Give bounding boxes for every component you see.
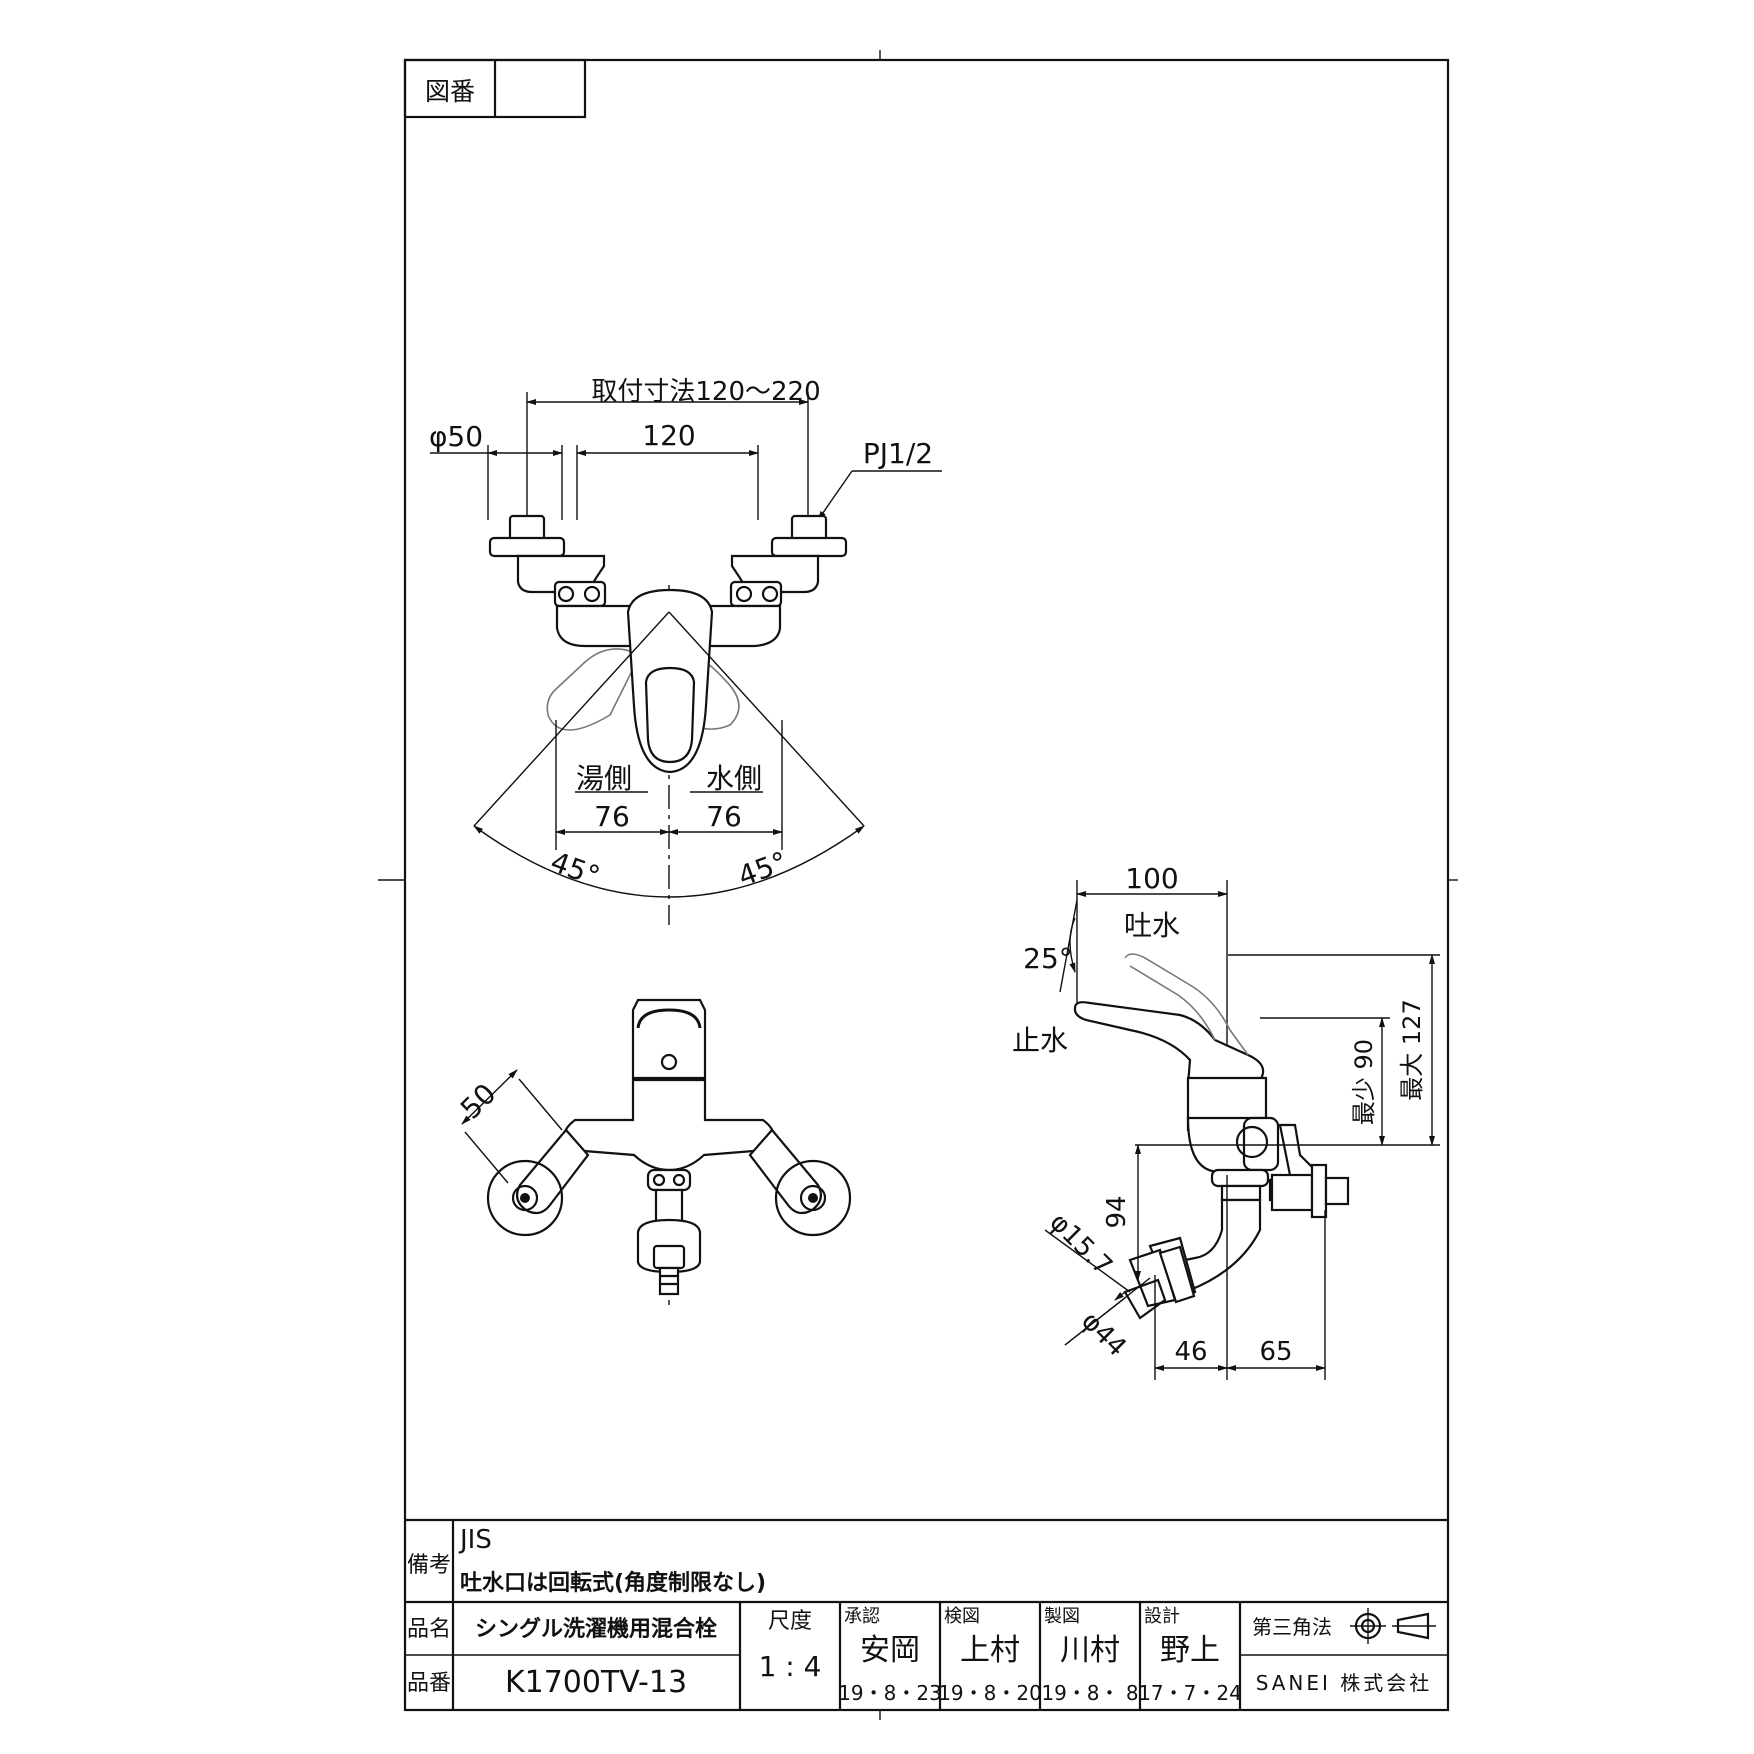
approve-label: 承認	[844, 1606, 880, 1627]
notes-line-1: JIS	[458, 1525, 492, 1555]
approve-date: 19・8・23	[838, 1681, 942, 1705]
dim-phi44: φ44	[1075, 1306, 1132, 1363]
product-name-value: シングル洗濯機用混合栓	[475, 1616, 717, 1642]
mount-range-label: 取付寸法120～220	[591, 377, 820, 407]
max-127: 最大 127	[1398, 999, 1426, 1100]
dim-120: 120	[642, 419, 695, 452]
dim-100: 100	[1125, 862, 1178, 895]
angle-45-right: 45°	[734, 845, 792, 893]
draft-name: 川村	[1060, 1633, 1120, 1668]
design-name: 野上	[1160, 1633, 1220, 1668]
product-name-label: 品名	[407, 1617, 451, 1642]
dim-65: 65	[1259, 1337, 1292, 1367]
dim-46: 46	[1174, 1337, 1207, 1367]
top-view	[430, 392, 942, 925]
notes-line-2: 吐水口は回転式(角度制限なし)	[460, 1570, 766, 1596]
angle-25: 25°	[1023, 942, 1073, 975]
check-date: 19・8・20	[938, 1681, 1042, 1705]
draft-date: 19・8・ 8	[1041, 1681, 1138, 1705]
drawing-number-label: 図番	[425, 77, 475, 106]
angle-45-left: 45°	[546, 845, 604, 893]
stop-label: 止水	[1012, 1024, 1068, 1057]
cold-side-label: 水側	[706, 762, 762, 795]
product-number-value: K1700TV-13	[505, 1665, 687, 1700]
design-label: 設計	[1144, 1606, 1180, 1627]
design-date: 17・7・24	[1138, 1681, 1242, 1705]
company-name: SANEI 株式会社	[1256, 1671, 1433, 1695]
scale-label: 尺度	[768, 1609, 812, 1634]
spout-label: 吐水	[1124, 909, 1180, 942]
product-number-label: 品番	[407, 1671, 451, 1696]
dim-50-front: 50	[454, 1077, 503, 1126]
dim-phi50: φ50	[429, 420, 483, 453]
side-view	[1044, 880, 1440, 1380]
draft-label: 製図	[1044, 1606, 1080, 1627]
approve-name: 安岡	[860, 1633, 920, 1668]
notes-label: 備考	[407, 1553, 451, 1578]
front-view	[461, 998, 852, 1305]
check-name: 上村	[960, 1633, 1020, 1668]
dim-76-left: 76	[594, 800, 630, 833]
min-90: 最少 90	[1350, 1039, 1378, 1125]
hot-side-label: 湯側	[576, 762, 632, 795]
drawing-frame	[378, 50, 1458, 1720]
scale-value: 1 : 4	[759, 1650, 822, 1683]
check-label: 検図	[944, 1606, 980, 1627]
title-block	[405, 1518, 1448, 1710]
projection-label: 第三角法	[1252, 1615, 1332, 1639]
pj-thread-label: PJ1/2	[863, 437, 933, 470]
dim-94: 94	[1102, 1195, 1132, 1228]
dim-76-right: 76	[706, 800, 742, 833]
